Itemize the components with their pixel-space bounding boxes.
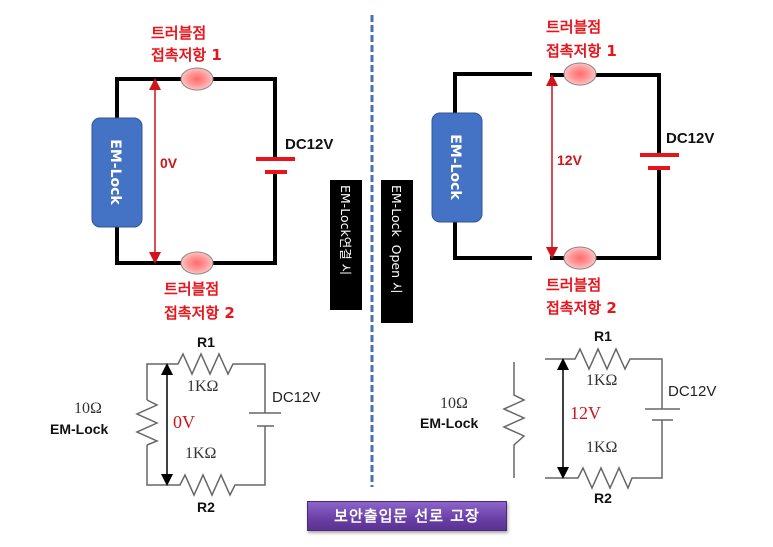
right-schematic-voltage-reading: 12V <box>570 403 601 423</box>
left-contact-bottom-line1: 트러블점 <box>164 280 219 298</box>
right-contact-bottom-line2: 접촉저항 2 <box>546 299 617 317</box>
left-schematic-r1-value: 1KΩ <box>187 378 219 395</box>
right-circuit-wire-top-left <box>453 72 532 115</box>
right-schematic-r1-value: 1KΩ <box>586 372 618 389</box>
left-supply-label: DC12V <box>285 136 333 153</box>
right-schematic-top-wire <box>545 347 663 409</box>
right-contact-top <box>563 62 597 86</box>
right-circuit-wire-top-right <box>550 73 661 154</box>
right-schematic-lock-resistance: 10Ω <box>440 395 468 412</box>
right-circuit-wire-bottom-right <box>550 169 661 260</box>
right-em-lock-label: EM-Lock <box>447 134 463 200</box>
left-schematic-lock-resistance: 10Ω <box>74 400 102 417</box>
right-schematic-lock-resistor <box>502 362 526 478</box>
right-schematic-bottom-wire <box>545 420 663 490</box>
left-em-lock-label: EM-Lock <box>107 139 123 205</box>
left-circuit: EM-Lock DC12V 0V 트러블점 접촉저항 1 트러블점 접촉저항 2 <box>91 24 333 322</box>
left-schematic-supply-label: DC12V <box>272 389 320 406</box>
right-schematic-r2-value: 1KΩ <box>586 439 618 456</box>
right-supply-label: DC12V <box>666 130 714 147</box>
right-circuit: EM-Lock DC12V 12V 트러블점 접촉저항 1 트러블점 접촉저항 … <box>431 18 714 317</box>
left-contact-top-line2: 접촉저항 1 <box>151 46 222 64</box>
right-schematic-lock-label: EM-Lock <box>420 415 479 431</box>
right-schematic-supply-label: DC12V <box>668 383 716 400</box>
right-voltage-reading: 12V <box>557 152 583 168</box>
left-state-badge <box>330 180 362 310</box>
left-schematic <box>135 352 281 497</box>
right-contact-top-line2: 접촉저항 1 <box>546 42 617 60</box>
left-schematic-lock-resistor <box>135 399 159 446</box>
right-contact-top-line1: 트러블점 <box>546 18 601 36</box>
left-schematic-voltage-reading: 0V <box>173 412 195 432</box>
left-schematic-r2-label: R2 <box>197 499 215 515</box>
right-state-badge <box>381 180 413 323</box>
left-schematic-r2-value: 1KΩ <box>185 445 217 462</box>
right-schematic-r2-label: R2 <box>594 490 612 506</box>
left-schematic-bottom-wire <box>146 426 266 497</box>
left-schematic-r1-label: R1 <box>197 334 215 350</box>
right-em-lock-block <box>431 112 483 223</box>
left-contact-top <box>180 67 214 91</box>
right-schematic-r1-label: R1 <box>594 328 612 344</box>
left-contact-bottom-line2: 접촉저항 2 <box>164 304 235 322</box>
right-schematic <box>502 347 680 490</box>
title-banner: 보안출입문 선로 고장 <box>307 501 507 531</box>
right-state-label: EM-Lock Open 시 <box>389 185 404 294</box>
right-circuit-wire-bottom-left <box>453 222 532 260</box>
right-contact-bottom-line1: 트러블점 <box>546 276 601 294</box>
left-voltage-reading: 0V <box>160 155 178 171</box>
right-contact-bottom <box>563 246 597 270</box>
left-em-lock-block <box>91 117 143 228</box>
left-contact-bottom <box>180 251 214 275</box>
left-state-label: EM-Lock연결 시 <box>338 185 353 275</box>
left-contact-top-line1: 트러블점 <box>151 24 206 42</box>
left-schematic-lock-label: EM-Lock <box>50 421 109 437</box>
